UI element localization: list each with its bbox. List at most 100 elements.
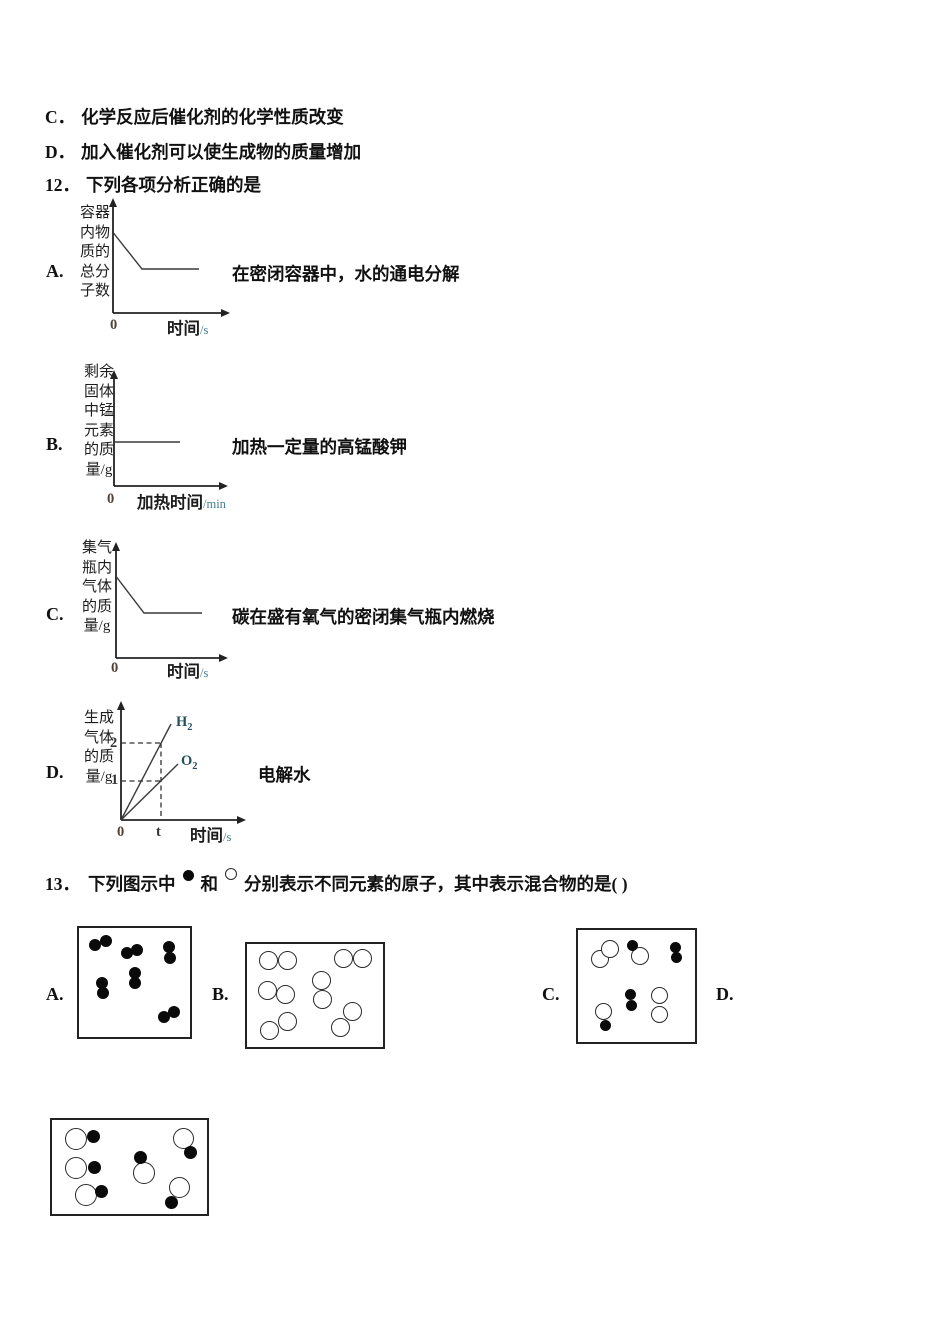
open-atom	[75, 1184, 97, 1206]
chart-a-description: 在密闭容器中，水的通电分解	[232, 264, 460, 284]
filled-atom	[183, 1145, 197, 1159]
chart-b-xlabel: 加热时间/min	[137, 493, 226, 512]
chart-c-curve	[115, 576, 202, 614]
chart-d-origin: 0	[117, 824, 125, 840]
filled-atom	[100, 935, 112, 947]
y-axis-arrow-icon	[109, 198, 117, 207]
chart-a-curve	[112, 232, 199, 270]
x-axis-arrow-icon	[221, 309, 230, 317]
open-atom	[65, 1128, 87, 1150]
chart-c-plot	[112, 542, 228, 662]
chart-b-description: 加热一定量的高锰酸钾	[232, 437, 407, 457]
open-atom	[258, 950, 278, 970]
open-atom	[277, 950, 297, 970]
filled-atom	[164, 952, 176, 964]
chart-d-ytick-2: 2	[110, 735, 118, 751]
open-atom	[277, 1011, 297, 1031]
filled-atom	[626, 939, 638, 951]
filled-atom	[96, 977, 108, 989]
filled-atom	[625, 999, 637, 1011]
chart-d-description: 电解水	[258, 765, 311, 785]
open-atom	[275, 984, 295, 1004]
y-axis-arrow-icon	[117, 701, 125, 710]
chart-a-plot	[109, 198, 230, 317]
open-atom	[333, 948, 353, 968]
chart-c-letter: C.	[46, 604, 64, 624]
filled-atom-icon	[182, 870, 194, 881]
open-atom	[311, 970, 331, 990]
chart-b-plot	[110, 370, 228, 490]
filled-atom	[94, 1184, 108, 1198]
chart-c-origin: 0	[111, 660, 119, 676]
filled-atom	[599, 1019, 611, 1031]
molecule-box-a	[77, 926, 192, 1039]
question-13: 13． 下列图示中 和 分别表示不同元素的原子，其中表示混合物的是( )	[45, 858, 628, 896]
filled-atom	[670, 951, 682, 963]
chart-a-origin: 0	[110, 317, 118, 333]
open-atom	[342, 1001, 362, 1021]
chart-d-ylabel: 生成 气体 的质 量/g	[83, 710, 114, 785]
filled-atom	[133, 1150, 147, 1164]
chart-d-letter: D.	[46, 762, 64, 782]
option-c-label: C．	[45, 107, 76, 127]
diagram-b-letter: B.	[212, 984, 229, 1004]
chart-a-ylabel: 容器 内物 质的 总分 子数	[79, 205, 110, 299]
open-atom	[594, 1002, 612, 1020]
diagram-c-letter: C.	[542, 984, 560, 1004]
filled-atom	[89, 939, 101, 951]
filled-atom	[624, 988, 636, 1000]
open-atom	[65, 1157, 87, 1179]
option-d-text: 加入催化剂可以使生成物的质量增加	[81, 142, 362, 162]
chart-d-o2-line	[120, 763, 179, 821]
chart-d-plot	[117, 701, 246, 824]
filled-atom	[129, 977, 141, 989]
x-axis-arrow-icon	[219, 482, 228, 490]
open-atom	[168, 1176, 190, 1198]
filled-atom	[164, 1195, 178, 1209]
question-12-number: 12．	[45, 175, 80, 195]
filled-atom	[669, 941, 681, 953]
open-atom	[257, 980, 277, 1000]
open-atom	[312, 989, 332, 1009]
filled-atom	[97, 987, 109, 999]
chart-c-xlabel: 时间/s	[167, 662, 209, 681]
x-axis-arrow-icon	[219, 654, 228, 662]
open-atom	[631, 947, 649, 965]
o2-series-label: O2	[181, 753, 198, 772]
molecule-box-b	[245, 942, 385, 1049]
chart-b-letter: B.	[46, 434, 63, 454]
question-13-text-1: 下列图示中	[88, 874, 176, 894]
option-c-line: C．化学反应后催化剂的化学性质改变	[45, 104, 344, 129]
chart-a-xlabel: 时间/s	[167, 319, 209, 338]
chart-c-ylabel: 集气 瓶内 气体 的质 量/g	[81, 540, 112, 634]
molecule-box-d	[50, 1118, 209, 1216]
diagram-d-letter: D.	[716, 984, 734, 1004]
open-atom	[172, 1127, 194, 1149]
chart-c-description: 碳在盛有氧气的密闭集气瓶内燃烧	[232, 607, 495, 627]
option-d-line: D．加入催化剂可以使生成物的质量增加	[45, 139, 361, 164]
question-13-text-2: 分别表示不同元素的原子，其中表示混合物的是( )	[244, 874, 628, 894]
y-axis-arrow-icon	[112, 542, 120, 551]
filled-atom	[163, 941, 175, 953]
diagram-a-letter: A.	[46, 984, 64, 1004]
molecule-box-c	[576, 928, 697, 1044]
open-atom	[133, 1162, 155, 1184]
open-atom	[650, 986, 668, 1004]
filled-atom	[168, 1006, 180, 1018]
question-12-text: 下列各项分析正确的是	[86, 175, 261, 195]
filled-atom	[121, 947, 133, 959]
question-13-and: 和	[200, 874, 219, 894]
open-atom-icon	[225, 868, 237, 880]
chart-d-ytick-1: 1	[111, 772, 119, 788]
filled-atom	[129, 967, 141, 979]
open-atom	[330, 1017, 350, 1037]
y-axis-arrow-icon	[110, 370, 118, 379]
open-atom	[352, 948, 372, 968]
h2-series-label: H2	[176, 714, 193, 733]
chart-d-xlabel: 时间/s	[190, 826, 232, 845]
filled-atom	[87, 1160, 101, 1174]
open-atom	[650, 1005, 668, 1023]
question-12: 12． 下列各项分析正确的是	[45, 172, 261, 197]
x-axis-arrow-icon	[237, 816, 246, 824]
